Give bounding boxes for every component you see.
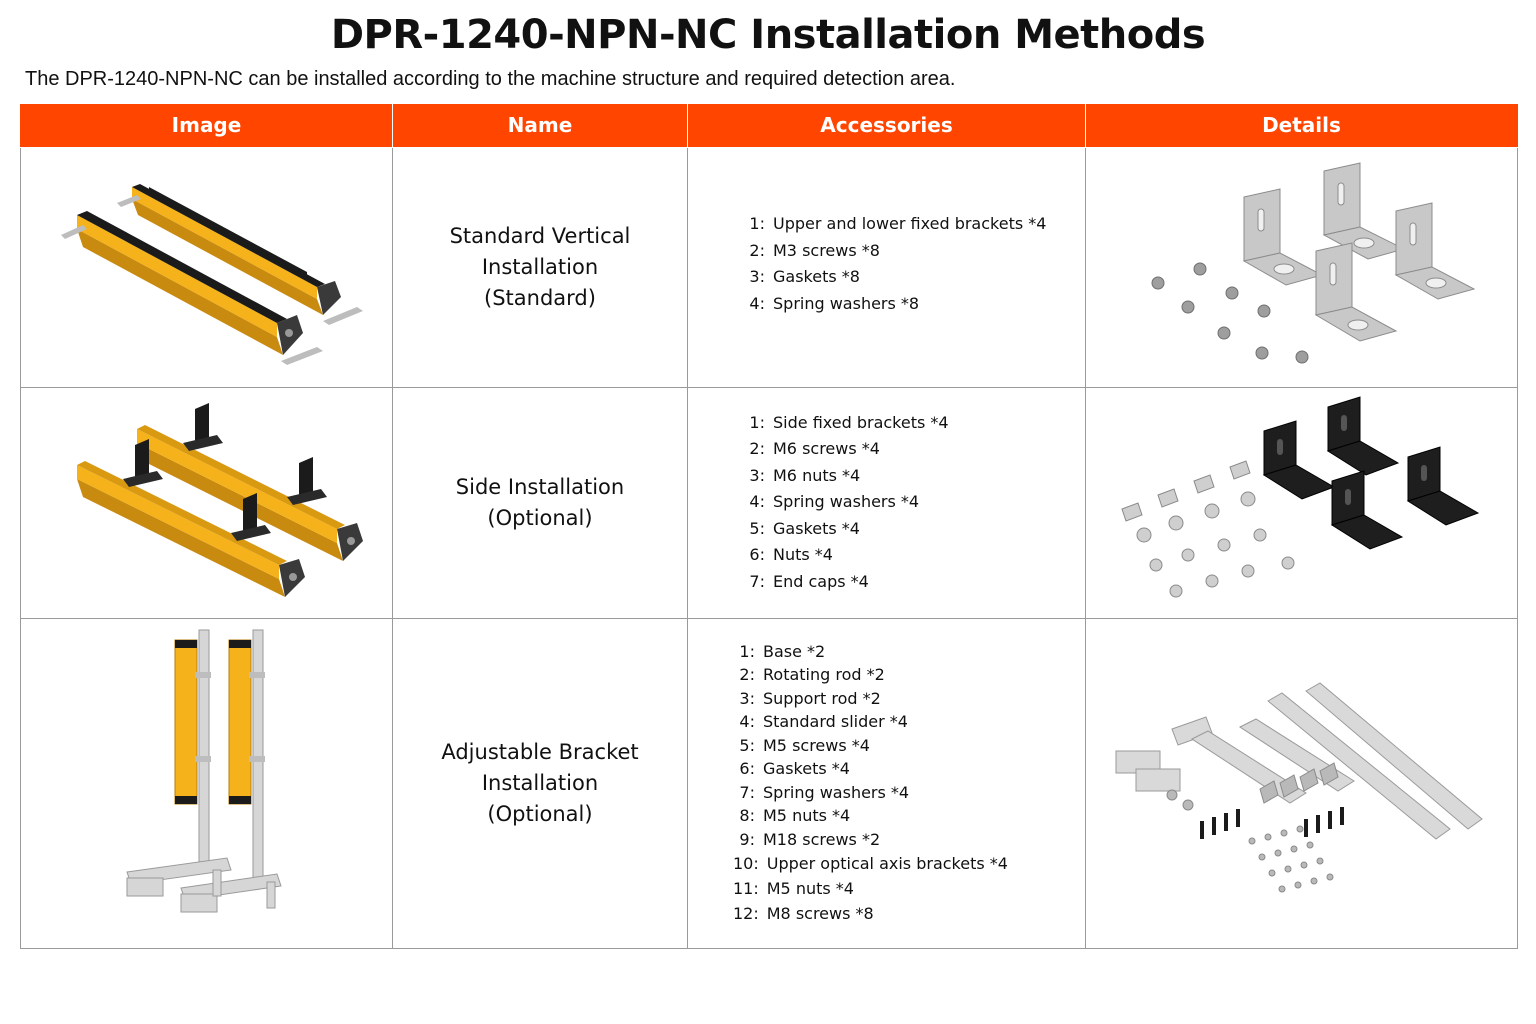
metal-brackets-image <box>1151 162 1475 364</box>
list-item: 5:M5 screws *4 <box>739 735 870 755</box>
name-line: Installation <box>481 770 599 795</box>
name-line: Side Installation <box>455 474 625 499</box>
header-image: Image <box>20 104 393 148</box>
list-item: 3:M6 nuts *4 <box>749 465 861 485</box>
name-line: (Optional) <box>487 801 593 826</box>
list-item: 1:Upper and lower fixed brackets *4 <box>749 214 1047 233</box>
table-header-row: Image Name Accessories Details <box>20 104 1518 148</box>
name-cell: Standard Vertical Installation (Standard… <box>392 146 688 388</box>
list-item: 10:Upper optical axis brackets *4 <box>733 854 1008 874</box>
name-line: (Standard) <box>484 285 596 310</box>
list-item: 2:M6 screws *4 <box>749 439 880 459</box>
list-item: 6:Nuts *4 <box>749 545 833 565</box>
page-subtitle: The DPR-1240-NPN-NC can be installed acc… <box>25 68 956 90</box>
name-line: (Optional) <box>487 505 593 530</box>
image-cell <box>20 617 393 949</box>
list-item: 9:M18 screws *2 <box>739 829 881 849</box>
list-item: 2:M3 screws *8 <box>749 240 880 260</box>
name-cell: Side Installation (Optional) <box>392 386 688 619</box>
details-cell <box>1085 146 1518 388</box>
table-row: Side Installation (Optional) 1:Side fixe… <box>20 386 1518 619</box>
header-details: Details <box>1085 104 1518 148</box>
list-item: 3:Support rod *2 <box>739 688 881 708</box>
list-item: 4:Spring washers *8 <box>749 293 920 313</box>
list-item: 6:Gaskets *4 <box>739 759 850 779</box>
list-item: 8:M5 nuts *4 <box>739 806 851 826</box>
accessories-cell: 1:Base *2 2:Rotating rod *2 3:Support ro… <box>687 617 1086 949</box>
adjustable-bracket-parts-image <box>1115 682 1483 893</box>
installation-methods-table: Image Name Accessories Details <box>20 104 1518 949</box>
name-line: Installation <box>481 254 599 279</box>
name-line: Standard Vertical <box>449 223 631 248</box>
details-cell <box>1085 386 1518 619</box>
accessories-list: 1:Base *2 2:Rotating rod *2 3:Support ro… <box>733 640 1008 927</box>
list-item: 4:Spring washers *4 <box>749 492 920 512</box>
name-line: Adjustable Bracket <box>441 739 639 764</box>
header-name: Name <box>392 104 688 148</box>
table-row: Standard Vertical Installation (Standard… <box>20 146 1518 388</box>
accessories-cell: 1:Upper and lower fixed brackets *4 2:M3… <box>687 146 1086 388</box>
list-item: 1:Base *2 <box>739 641 826 661</box>
accessories-list: 1:Upper and lower fixed brackets *4 2:M3… <box>743 211 1046 317</box>
list-item: 12:M8 screws *8 <box>733 904 874 924</box>
accessories-list: 1:Side fixed brackets *4 2:M6 screws *4 … <box>743 410 949 596</box>
list-item: 7:Spring washers *4 <box>739 782 910 802</box>
image-cell <box>20 146 393 388</box>
name-cell: Adjustable Bracket Installation (Optiona… <box>392 617 688 949</box>
list-item: 3:Gaskets *8 <box>749 267 860 286</box>
details-cell <box>1085 617 1518 949</box>
list-item: 7:End caps *4 <box>749 571 869 591</box>
list-item: 1:Side fixed brackets *4 <box>749 412 949 432</box>
black-side-brackets-image <box>1120 396 1479 598</box>
list-item: 4:Standard slider *4 <box>739 712 908 732</box>
table-row: Adjustable Bracket Installation (Optiona… <box>20 617 1518 949</box>
list-item: 2:Rotating rod *2 <box>739 665 885 685</box>
list-item: 11:M5 nuts *4 <box>733 879 854 899</box>
light-curtain-adjustable-stand-image <box>125 629 282 912</box>
list-item: 5:Gaskets *4 <box>749 518 860 538</box>
light-curtain-side-mount-image <box>76 403 363 597</box>
light-curtain-standard-image <box>60 184 363 365</box>
header-accessories: Accessories <box>687 104 1086 148</box>
image-cell <box>20 386 393 619</box>
accessories-cell: 1:Side fixed brackets *4 2:M6 screws *4 … <box>687 386 1086 619</box>
page-title: DPR-1240-NPN-NC Installation Methods <box>330 12 1206 58</box>
